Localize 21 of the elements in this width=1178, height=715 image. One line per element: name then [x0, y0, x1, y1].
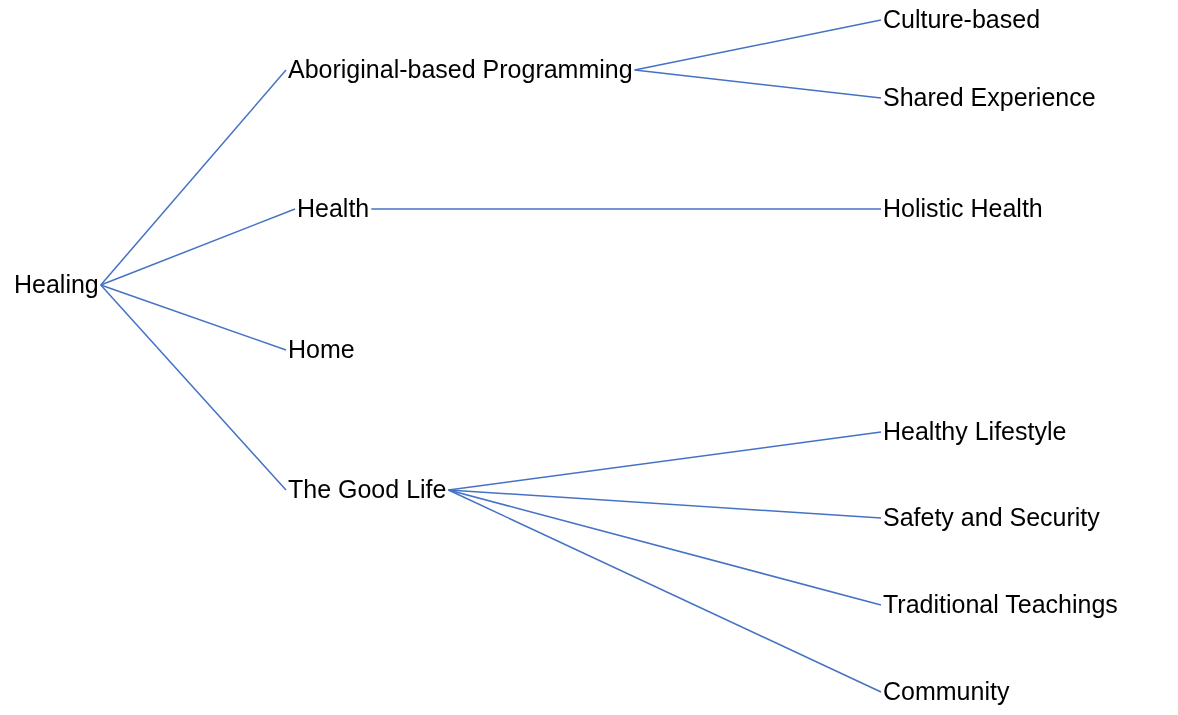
- node-label: Home: [288, 334, 355, 366]
- connector-line: [100, 208, 296, 286]
- connector-line: [100, 284, 287, 351]
- node-label: Culture-based: [883, 4, 1041, 36]
- node-label: The Good Life: [288, 474, 447, 506]
- node-label: Traditional Teachings: [883, 589, 1118, 621]
- node-label: Holistic Health: [883, 193, 1043, 225]
- node-label: Healing: [14, 269, 99, 301]
- node-label: Healthy Lifestyle: [883, 416, 1067, 448]
- node-label: Aboriginal-based Programming: [288, 54, 633, 86]
- connector-line: [100, 284, 287, 491]
- connector-line: [370, 208, 882, 210]
- node-label: Community: [883, 676, 1010, 708]
- connector-line: [633, 69, 882, 99]
- node-label: Safety and Security: [883, 502, 1100, 534]
- connector-line: [100, 69, 287, 286]
- connector-line: [447, 489, 882, 693]
- connector-line: [447, 489, 882, 519]
- connector-line: [447, 489, 882, 606]
- node-label: Health: [297, 193, 370, 225]
- node-label: Shared Experience: [883, 82, 1096, 114]
